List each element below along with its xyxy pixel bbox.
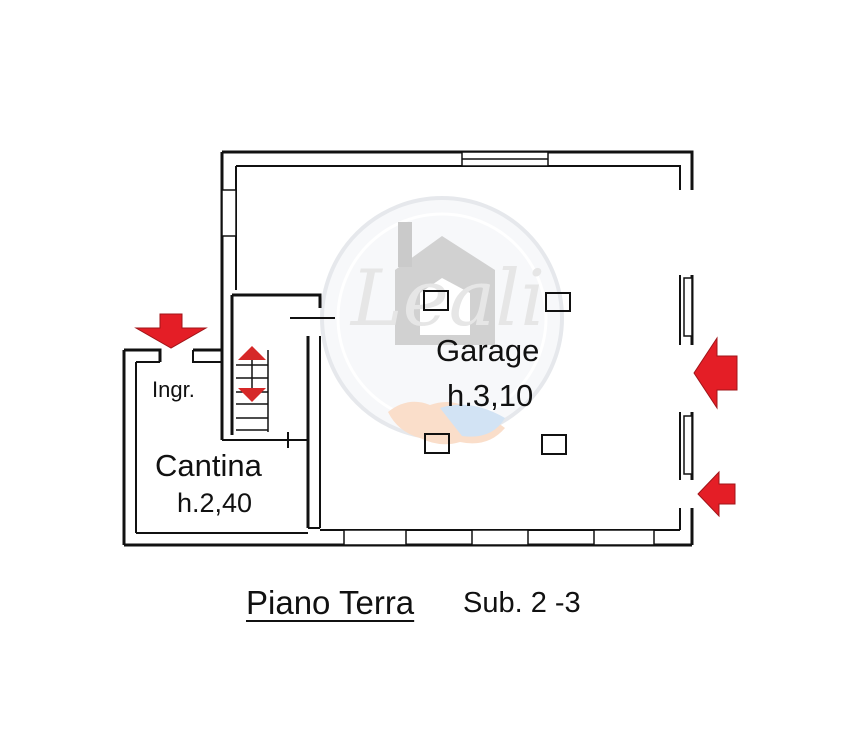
cellar-label: Cantina bbox=[155, 448, 262, 483]
garage-height: h.3,10 bbox=[447, 378, 534, 413]
windows bbox=[221, 151, 693, 546]
stair-arrow-icon bbox=[238, 346, 266, 360]
access-arrow-icon bbox=[697, 470, 736, 518]
pillar-icon bbox=[424, 433, 450, 454]
pillars bbox=[423, 290, 571, 455]
floor-title: Piano Terra bbox=[246, 584, 415, 621]
pillar-icon bbox=[541, 434, 567, 455]
access-arrow-icon bbox=[693, 336, 738, 410]
pillar-icon bbox=[423, 290, 449, 311]
interior-walls bbox=[122, 293, 335, 545]
access-arrow-icon bbox=[134, 313, 208, 349]
garage-label: Garage bbox=[436, 333, 540, 368]
watermark-logo: Leali bbox=[320, 196, 564, 445]
pillar-icon bbox=[545, 292, 571, 312]
sub-label: Sub. 2 -3 bbox=[463, 587, 581, 619]
entrance-label: Ingr. bbox=[152, 377, 195, 402]
cellar-height: h.2,40 bbox=[177, 488, 253, 518]
stair-arrow-icon bbox=[238, 388, 266, 402]
